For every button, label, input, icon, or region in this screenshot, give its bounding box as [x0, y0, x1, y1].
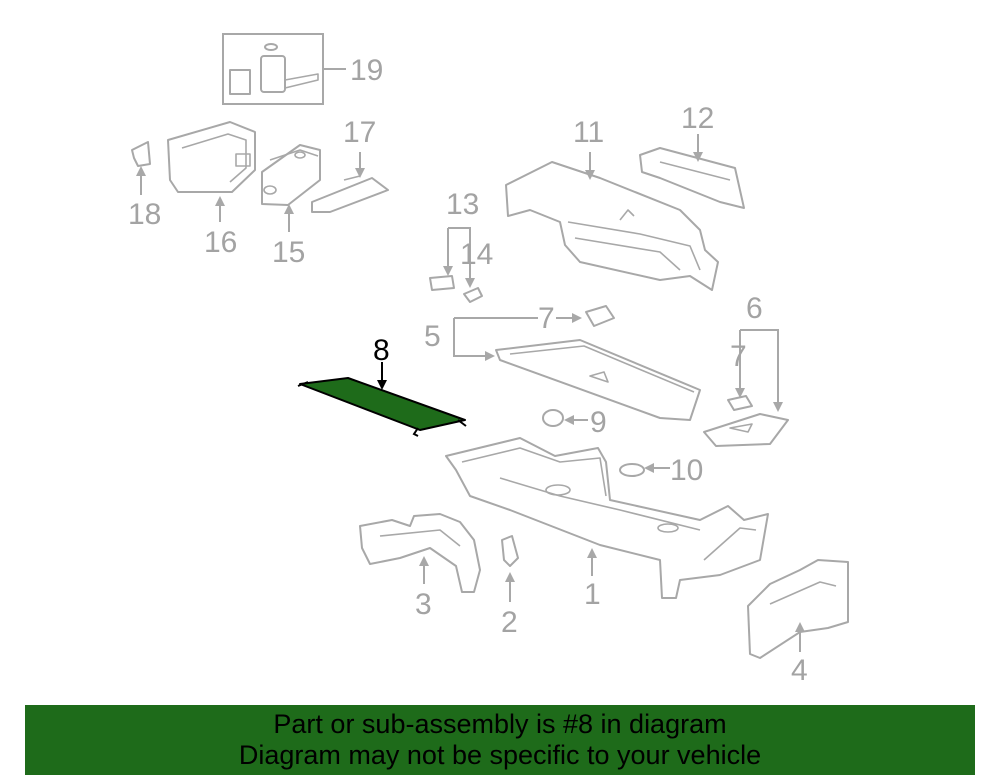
- callout-1: 1: [584, 578, 601, 611]
- part-2[interactable]: [501, 535, 519, 567]
- callout-14: 14: [460, 238, 493, 271]
- part-7-lower[interactable]: [727, 395, 753, 411]
- arrow-15: [284, 204, 294, 214]
- callout-15: 15: [272, 236, 305, 269]
- callout-4: 4: [791, 654, 808, 687]
- callout-9: 9: [590, 406, 607, 439]
- part-7-upper[interactable]: [585, 305, 615, 327]
- callout-7-upper: 7: [538, 302, 555, 335]
- arrow-3: [419, 556, 429, 566]
- callout-18: 18: [128, 198, 161, 231]
- callout-6: 6: [746, 292, 763, 325]
- part-19[interactable]: [222, 33, 324, 105]
- arrow-7-upper: [572, 313, 582, 323]
- part-4[interactable]: [747, 559, 849, 659]
- leader-6: [739, 329, 779, 404]
- arrow-5: [485, 351, 495, 361]
- part-1[interactable]: [445, 437, 769, 599]
- arrow-12: [693, 152, 703, 162]
- callout-16: 16: [204, 226, 237, 259]
- banner-line-1: Part or sub-assembly is #8 in diagram: [273, 709, 727, 739]
- arrow-14: [465, 278, 475, 288]
- arrow-16: [215, 196, 225, 206]
- arrow-2: [505, 572, 515, 582]
- callout-17: 17: [343, 116, 376, 149]
- part-13[interactable]: [429, 275, 455, 291]
- arrow-6: [773, 402, 783, 412]
- arrow-10: [644, 463, 654, 473]
- parts-diagram: 19 18 16 15 17 11: [128, 33, 849, 687]
- part-11[interactable]: [505, 161, 719, 291]
- part-18[interactable]: [131, 141, 151, 167]
- info-banner: Part or sub-assembly is #8 in diagram Di…: [25, 705, 975, 775]
- arrow-13: [443, 266, 453, 276]
- part-10[interactable]: [619, 463, 645, 477]
- part-8[interactable]: [297, 377, 467, 437]
- part-17[interactable]: [311, 175, 389, 213]
- callout-2: 2: [501, 606, 518, 639]
- callout-12: 12: [681, 102, 714, 135]
- part-6[interactable]: [703, 413, 789, 447]
- part-9[interactable]: [542, 409, 564, 427]
- callout-8: 8: [373, 334, 390, 367]
- arrow-11: [585, 170, 595, 180]
- part-12[interactable]: [639, 147, 745, 209]
- callout-10: 10: [670, 454, 703, 487]
- arrow-4: [795, 622, 805, 632]
- callout-3: 3: [415, 588, 432, 621]
- leader-13: [447, 227, 471, 280]
- arrow-9: [564, 415, 574, 425]
- part-5[interactable]: [495, 339, 701, 421]
- arrow-17: [355, 168, 365, 178]
- banner-line-2: Diagram may not be specific to your vehi…: [238, 740, 762, 770]
- callout-5: 5: [424, 320, 441, 353]
- callout-19: 19: [350, 54, 383, 87]
- leader-5: [453, 317, 538, 357]
- arrow-8: [377, 380, 387, 390]
- part-15[interactable]: [261, 144, 321, 206]
- part-16[interactable]: [167, 121, 256, 193]
- callout-7-lower: 7: [730, 340, 747, 373]
- arrow-7-lower: [735, 388, 745, 398]
- arrow-1: [587, 548, 597, 558]
- part-14[interactable]: [463, 287, 483, 303]
- callout-11: 11: [573, 116, 604, 149]
- arrow-18: [136, 166, 146, 176]
- part-3[interactable]: [359, 513, 481, 593]
- callout-13: 13: [446, 188, 479, 221]
